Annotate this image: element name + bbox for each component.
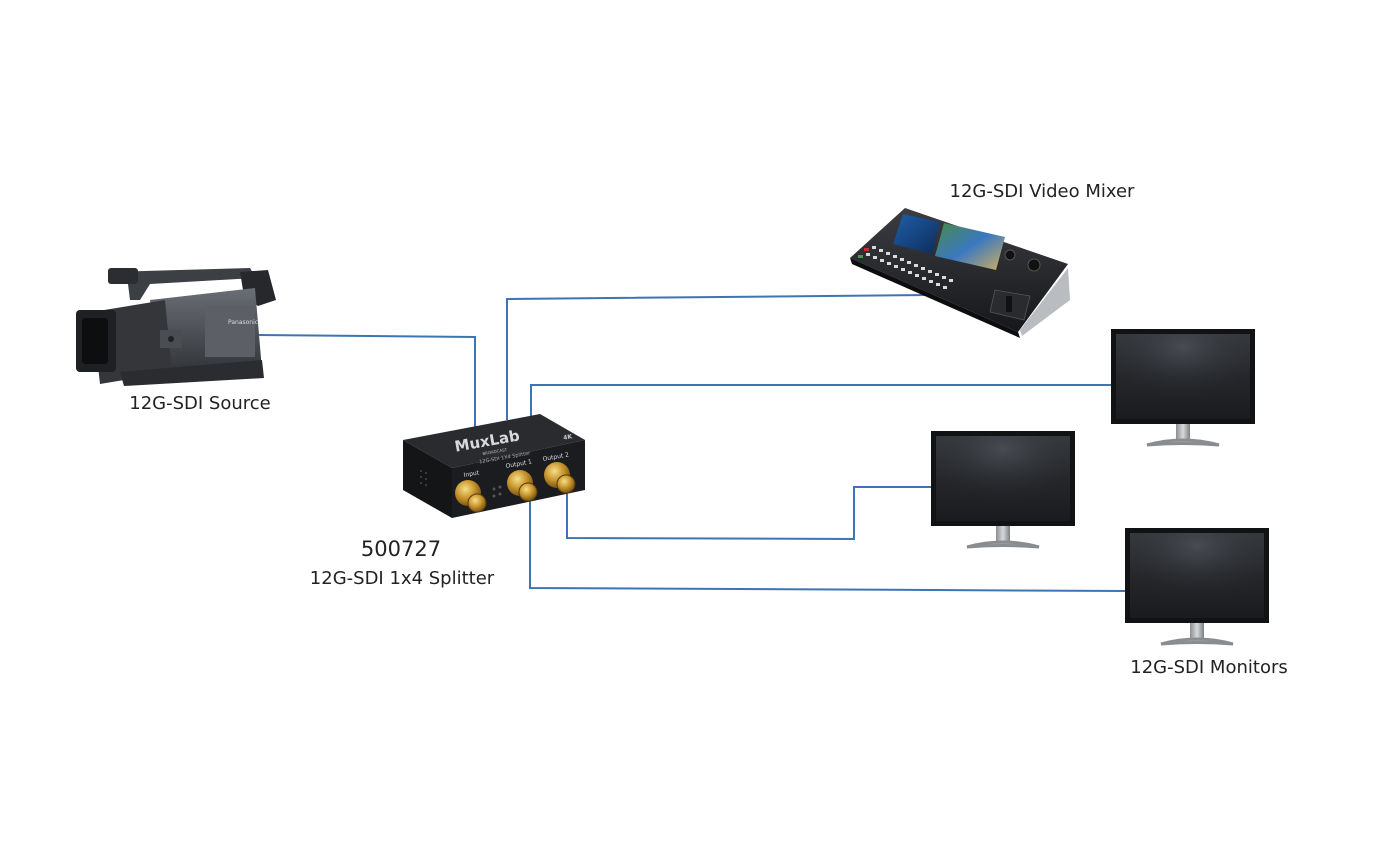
port-label-output2: Output 2 (542, 451, 570, 463)
svg-text:Panasonic: Panasonic (228, 319, 258, 326)
camcorder-icon: Panasonic (76, 268, 276, 386)
video-mixer-icon (850, 208, 1070, 338)
splitter-4k-badge: 4K (563, 433, 573, 441)
cable-splitter-output2-to-monitor-2 (566, 486, 932, 541)
port-label-output1: Output 1 (505, 458, 533, 470)
monitors-label: 12G-SDI Monitors (1130, 657, 1287, 678)
port-label-input: Input (463, 469, 480, 479)
bnc-output1-port (507, 470, 538, 502)
cable-splitter-to-monitor-1 (530, 384, 1112, 416)
cable-splitter-to-mixer (506, 294, 931, 420)
monitor-3-icon (1125, 528, 1269, 646)
splitter-device-icon (403, 414, 585, 518)
mixer-label: 12G-SDI Video Mixer (950, 181, 1136, 202)
bnc-input-port (455, 480, 487, 513)
monitor-2-icon (931, 431, 1075, 549)
splitter-brand-sub: BROADCAST (482, 447, 508, 456)
source-label: 12G-SDI Source (129, 393, 271, 414)
splitter-label: 12G-SDI 1x4 Splitter (310, 568, 495, 589)
splitter-model-number: 500727 (361, 537, 441, 561)
bnc-output2-port (544, 462, 576, 494)
monitor-1-icon (1111, 329, 1255, 447)
cable-splitter-output1-to-monitor-3 (529, 493, 1127, 592)
